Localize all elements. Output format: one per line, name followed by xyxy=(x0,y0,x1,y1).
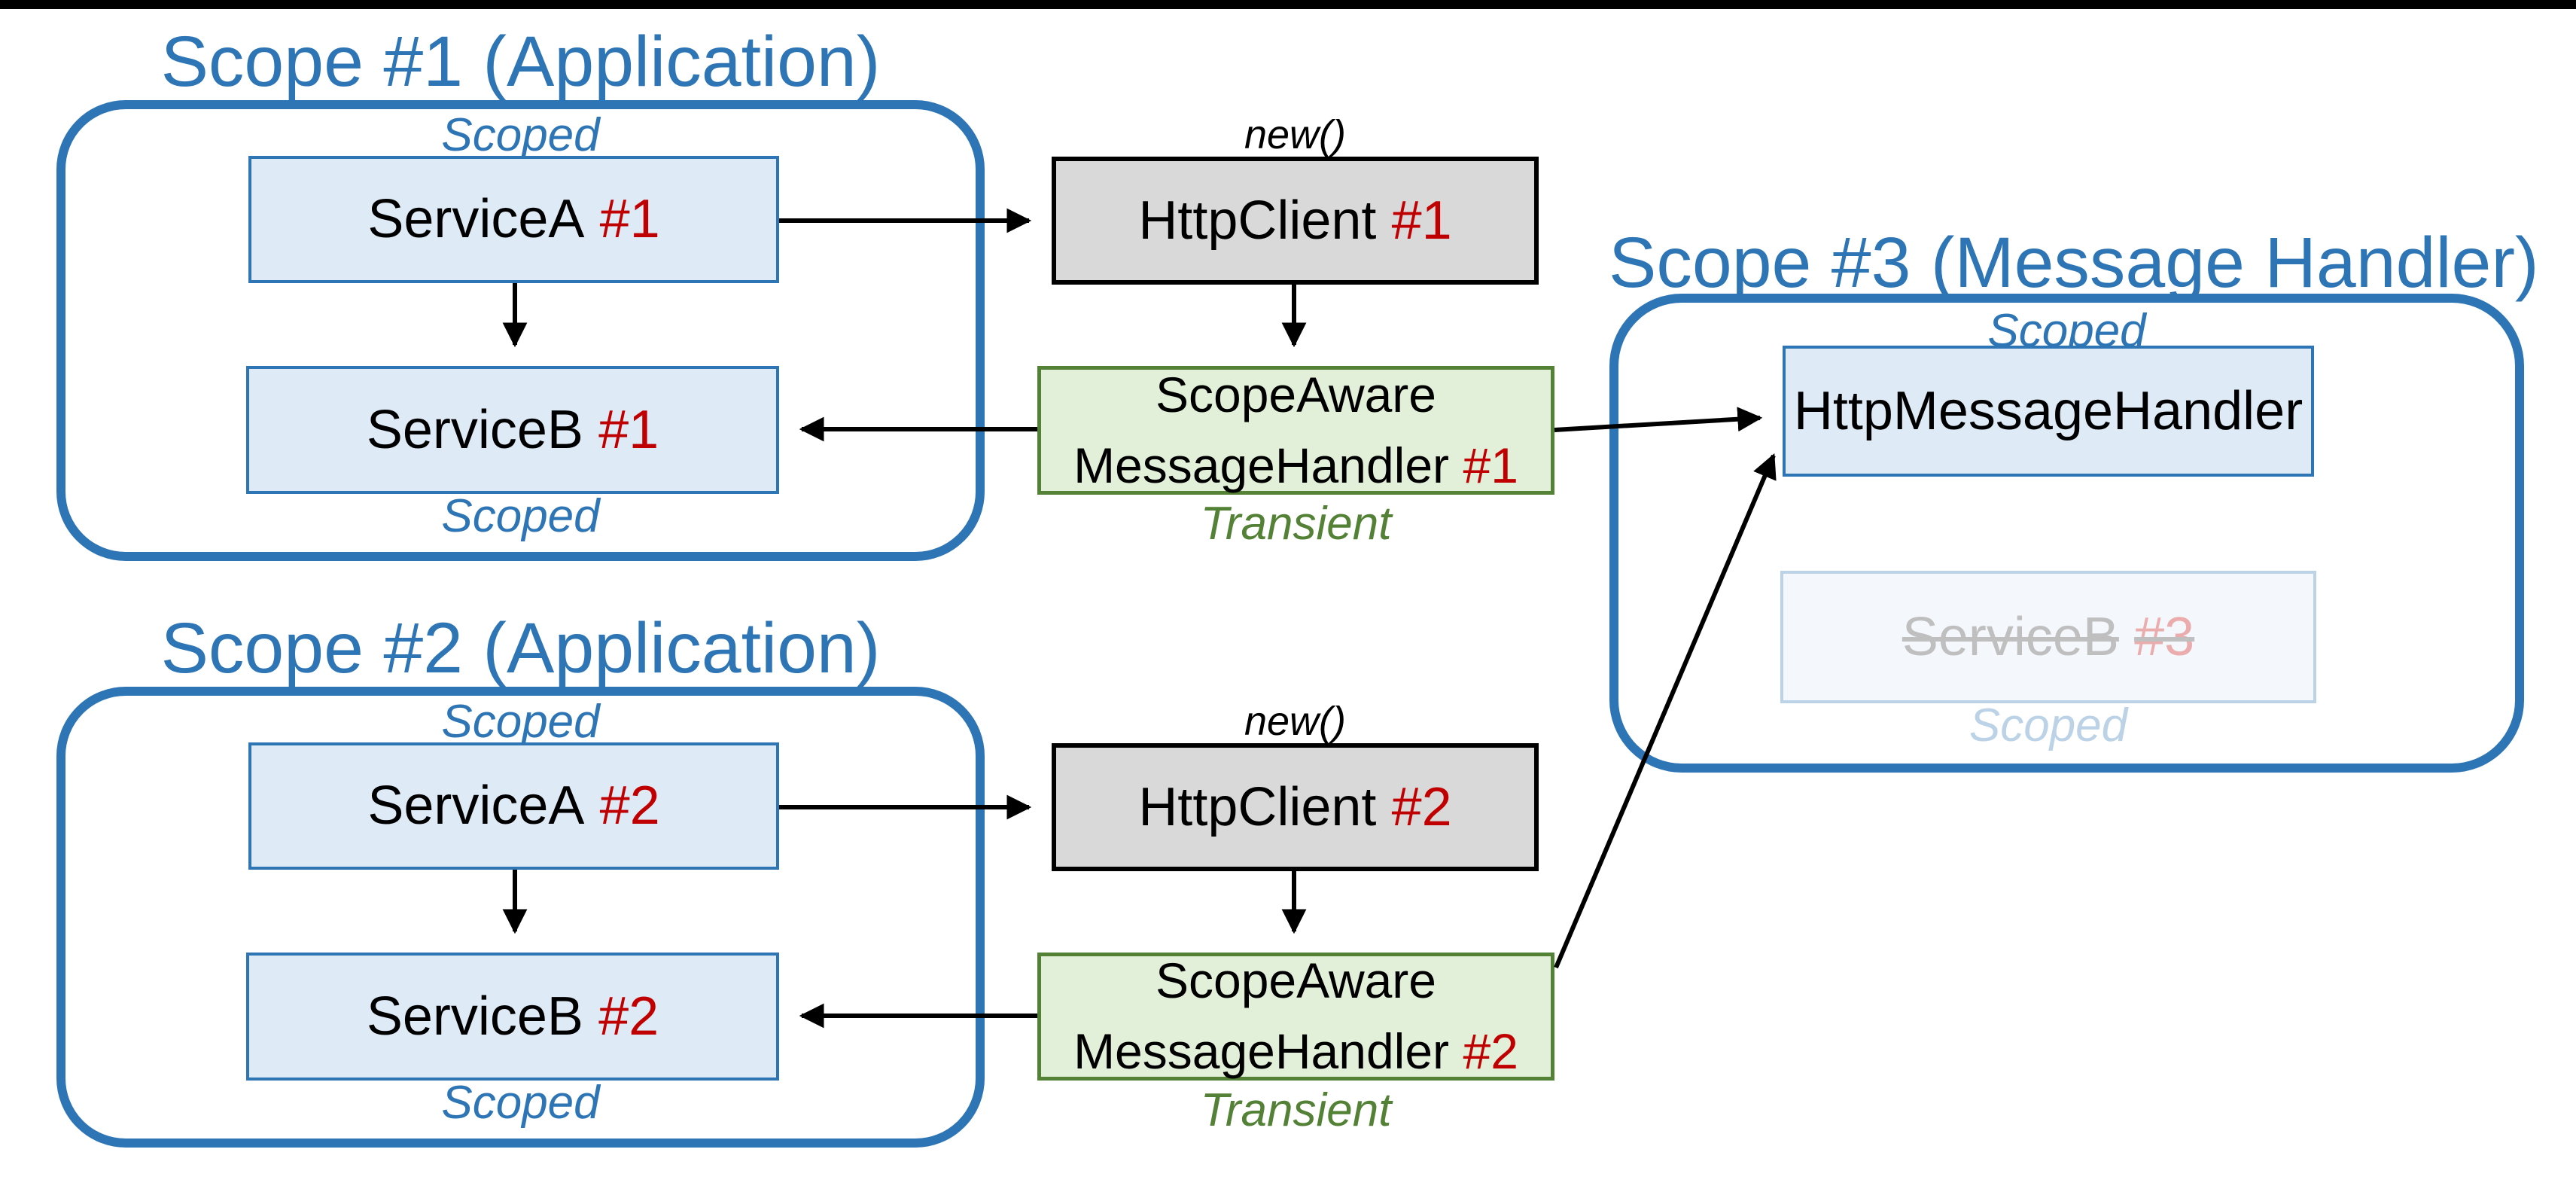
scope2-title: Scope #2 (Application) xyxy=(160,608,881,688)
node-label: HttpClient xyxy=(1138,776,1377,837)
transient-label-2: Transient xyxy=(1200,1084,1392,1136)
node-http-client2: HttpClient#2 xyxy=(1052,743,1539,871)
instance-number: #2 xyxy=(1463,1023,1518,1079)
node-scope-aware-handler2: ScopeAware MessageHandler#2 xyxy=(1037,953,1554,1081)
node-label: HttpClient xyxy=(1138,190,1377,251)
instance-number: #1 xyxy=(1391,190,1452,251)
node-label: ServiceB xyxy=(366,399,583,460)
scope2-top-scoped-label: Scoped xyxy=(441,696,600,748)
node-service-b3-disposed: ServiceB#3 xyxy=(1780,571,2316,703)
top-black-bar xyxy=(0,0,2576,9)
scope2-bottom-scoped-label: Scoped xyxy=(441,1077,600,1129)
node-label-line1: ScopeAware xyxy=(1155,953,1436,1009)
node-http-message-handler: HttpMessageHandler xyxy=(1783,346,2314,477)
node-http-client1: HttpClient#1 xyxy=(1052,157,1539,285)
node-label: ServiceB#3 xyxy=(1902,606,2194,669)
node-label: ServiceB xyxy=(366,986,583,1047)
node-service-a1: ServiceA#1 xyxy=(248,156,779,283)
scope3-bottom-scoped-label: Scoped xyxy=(1969,700,2128,751)
node-label-text: ServiceB xyxy=(1902,606,2119,667)
node-label: ServiceA xyxy=(367,189,585,250)
node-label: ServiceA xyxy=(367,776,585,837)
node-service-a2: ServiceA#2 xyxy=(248,742,779,870)
node-label-line1: ScopeAware xyxy=(1155,366,1436,422)
instance-number: #1 xyxy=(598,399,659,460)
instance-number: #1 xyxy=(1463,437,1518,493)
node-label: ScopeAware MessageHandler#1 xyxy=(1073,360,1518,501)
node-service-b1: ServiceB#1 xyxy=(246,366,779,494)
instance-number: #1 xyxy=(599,189,660,250)
transient-label-1: Transient xyxy=(1200,498,1392,550)
instance-number: #3 xyxy=(2134,606,2195,667)
node-label: ScopeAware MessageHandler#2 xyxy=(1073,946,1518,1087)
node-label-line2: MessageHandler xyxy=(1073,1023,1450,1079)
scope1-title: Scope #1 (Application) xyxy=(160,22,881,102)
instance-number: #2 xyxy=(1391,776,1452,837)
scope1-container xyxy=(56,100,985,561)
scope2-container xyxy=(56,687,985,1148)
node-service-b2: ServiceB#2 xyxy=(246,953,779,1081)
scope1-top-scoped-label: Scoped xyxy=(441,109,600,161)
scope3-title: Scope #3 (Message Handler) xyxy=(1609,223,2539,303)
scope3-container xyxy=(1609,294,2524,773)
node-scope-aware-handler1: ScopeAware MessageHandler#1 xyxy=(1037,366,1554,495)
new-annotation-1: new() xyxy=(1244,112,1347,157)
instance-number: #2 xyxy=(598,986,659,1047)
instance-number: #2 xyxy=(599,776,660,837)
scope1-bottom-scoped-label: Scoped xyxy=(441,490,600,542)
new-annotation-2: new() xyxy=(1244,699,1347,744)
node-label: HttpMessageHandler xyxy=(1793,380,2303,441)
node-label-line2: MessageHandler xyxy=(1073,437,1450,493)
